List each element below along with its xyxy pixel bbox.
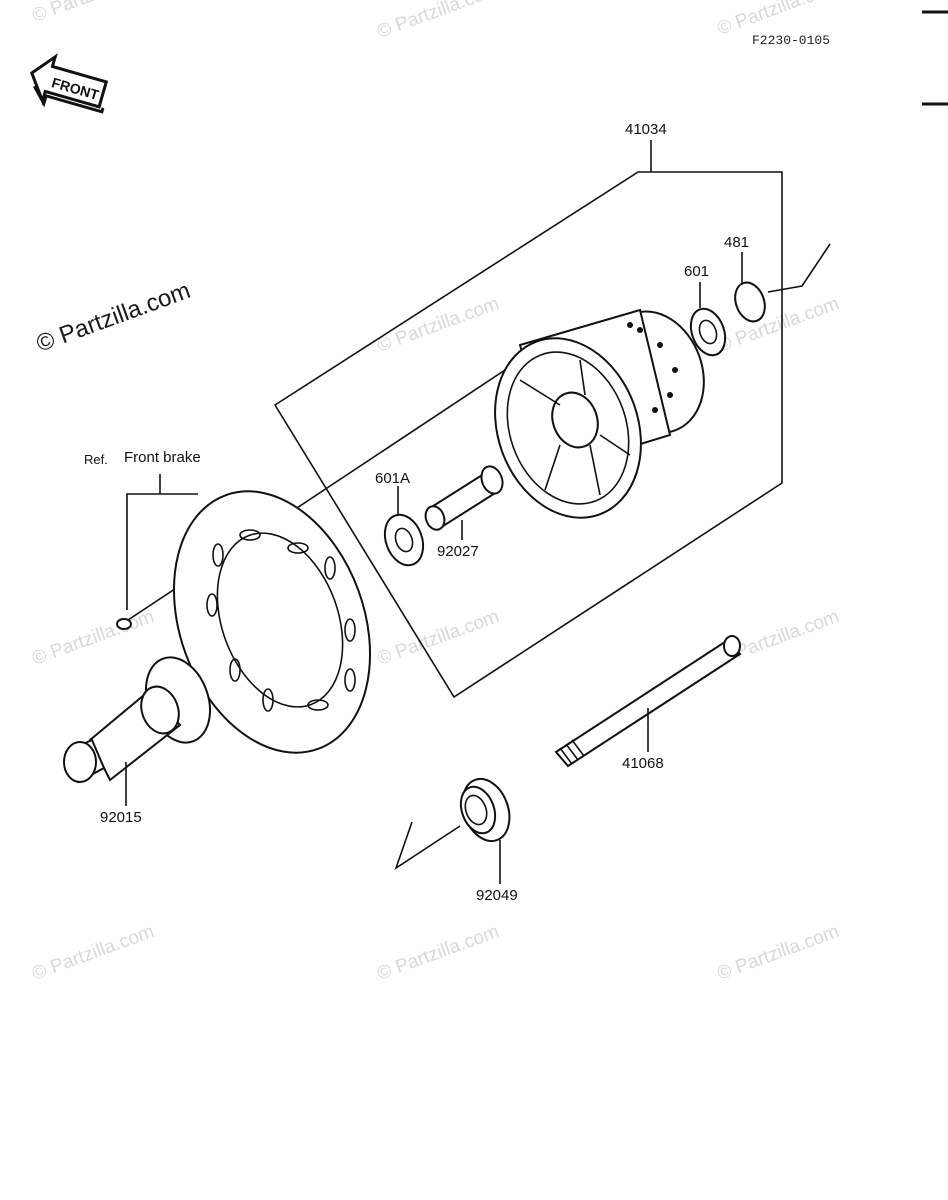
oil-seal [459, 778, 511, 842]
axle [554, 635, 742, 768]
part-number-601a: 601A [375, 470, 410, 487]
bearing-right [689, 307, 727, 357]
reference-bracket [126, 493, 198, 610]
brake-disc [172, 490, 372, 754]
copyright-text: © Partzilla.com [33, 277, 194, 358]
direction-line [767, 243, 831, 293]
watermark: © Partzilla.com [30, 921, 157, 985]
part-number-41068: 41068 [622, 755, 664, 772]
watermark: © Partzilla.com [375, 0, 502, 43]
watermark: © Partzilla.com [375, 921, 502, 985]
watermark: © Partzilla.com [30, 606, 157, 670]
part-number-481: 481 [724, 234, 749, 251]
reference-label: Front brake [124, 449, 201, 466]
direction-line [394, 821, 461, 870]
axle-nut [63, 656, 211, 784]
assembly-bracket [273, 171, 783, 699]
part-number-92015: 92015 [100, 809, 142, 826]
watermark: © Partzilla.com [30, 0, 157, 27]
part-number-601: 601 [684, 263, 709, 280]
part-number-92027: 92027 [437, 543, 479, 560]
disc-bolt [116, 618, 132, 630]
watermark: © Partzilla.com [715, 293, 842, 357]
wheel-hub [494, 308, 705, 519]
front-arrow-icon: FRONT [30, 53, 109, 114]
watermark: © Partzilla.com [375, 606, 502, 670]
watermark: © Partzilla.com [715, 921, 842, 985]
spacer [424, 465, 504, 531]
bearing-left [383, 513, 425, 567]
part-number-41034: 41034 [625, 121, 667, 138]
circlip [734, 281, 766, 323]
watermark: © Partzilla.com [375, 293, 502, 357]
watermarks: © Partzilla.com © Partzilla.com © Partzi… [30, 0, 842, 985]
reference-prefix: Ref. [84, 452, 108, 467]
part-number-92049: 92049 [476, 887, 518, 904]
figure-number: F2230-0105 [752, 33, 830, 48]
